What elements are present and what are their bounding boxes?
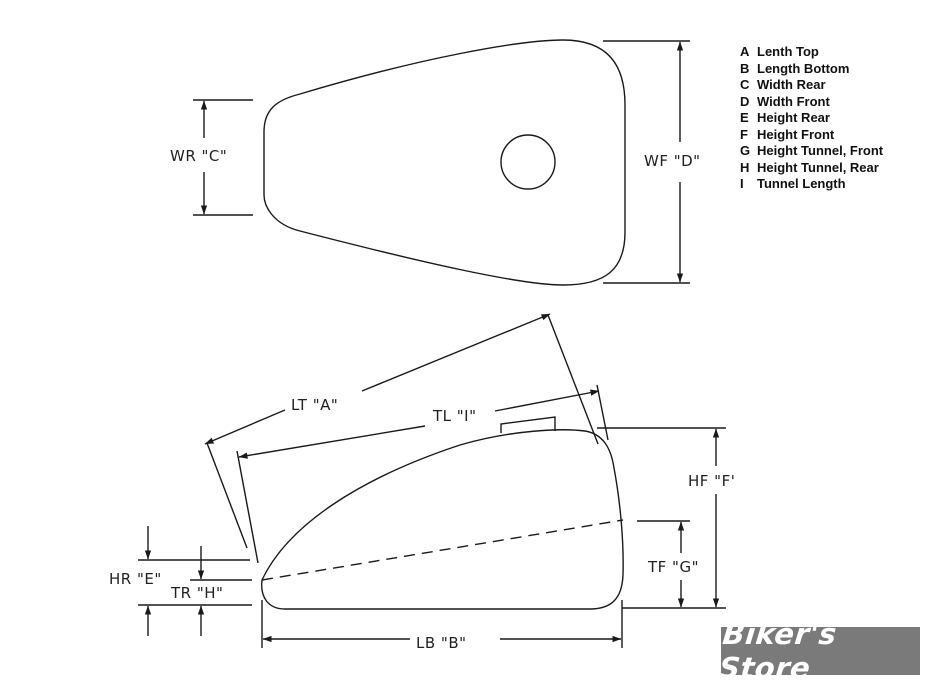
tank-top-outline: [263, 39, 626, 286]
legend-item: C Width Rear: [740, 77, 883, 94]
lt-dimension-arrow-rear: [204, 409, 286, 445]
legend-key: H: [740, 159, 750, 175]
legend-label: Length Bottom: [757, 60, 850, 76]
legend-item: G Height Tunnel, Front: [740, 143, 883, 160]
legend-label: Tunnel Length: [757, 176, 846, 191]
legend-item: D Width Front: [740, 94, 883, 111]
tf-label: TF "G": [647, 558, 699, 576]
legend-item: B Length Bottom: [740, 61, 883, 78]
tunnel-centerline: [261, 519, 624, 581]
fuel-cap-circle: [500, 134, 556, 190]
hf-label: HF "F': [688, 472, 735, 490]
tl-dimension-arrow-front: [494, 389, 600, 412]
lt-label: LT "A": [291, 396, 338, 414]
watermark-text: Biker's Store: [717, 617, 839, 680]
wr-label: WR "C": [170, 147, 227, 165]
legend-label: Width Front: [757, 93, 830, 109]
legend-label: Lenth Top: [757, 44, 819, 59]
bikers-store-watermark: Biker's Store: [717, 617, 920, 680]
tl-extension-line-rear: [236, 450, 259, 564]
lt-extension-line-rear: [206, 442, 248, 549]
legend-key: I: [740, 176, 744, 191]
legend-key: F: [740, 126, 748, 142]
legend-label: Height Tunnel, Front: [757, 143, 884, 158]
tr-label: TR "H": [170, 584, 223, 602]
legend-label: Height Front: [757, 126, 835, 142]
legend-label: Height Tunnel, Rear: [757, 159, 879, 175]
legend-key: E: [740, 110, 749, 125]
tl-dimension-arrow-rear: [238, 425, 426, 459]
legend-label: Width Rear: [757, 77, 826, 92]
tank-side-outline: [261, 429, 624, 610]
legend-item: F Height Front: [740, 127, 883, 144]
legend-item: H Height Tunnel, Rear: [740, 160, 883, 177]
legend-key: A: [740, 44, 750, 59]
legend-key: G: [740, 143, 751, 158]
legend-key: C: [740, 77, 750, 92]
legend-label: Height Rear: [757, 110, 830, 125]
legend-item: A Lenth Top: [740, 44, 883, 61]
legend-key: D: [740, 93, 750, 109]
tl-label: TL "I": [432, 407, 477, 425]
hr-label: HR "E": [109, 570, 162, 588]
legend-item: E Height Rear: [740, 110, 883, 127]
lt-extension-line-front: [547, 314, 599, 445]
wf-label: WF "D": [644, 152, 701, 170]
legend-item: I Tunnel Length: [740, 176, 883, 193]
lb-label: LB "B": [416, 634, 467, 652]
tunnel-tab: [500, 416, 556, 433]
tl-extension-line-front: [596, 384, 609, 441]
legend-key: B: [740, 60, 750, 76]
lt-dimension-arrow-front: [361, 313, 551, 392]
